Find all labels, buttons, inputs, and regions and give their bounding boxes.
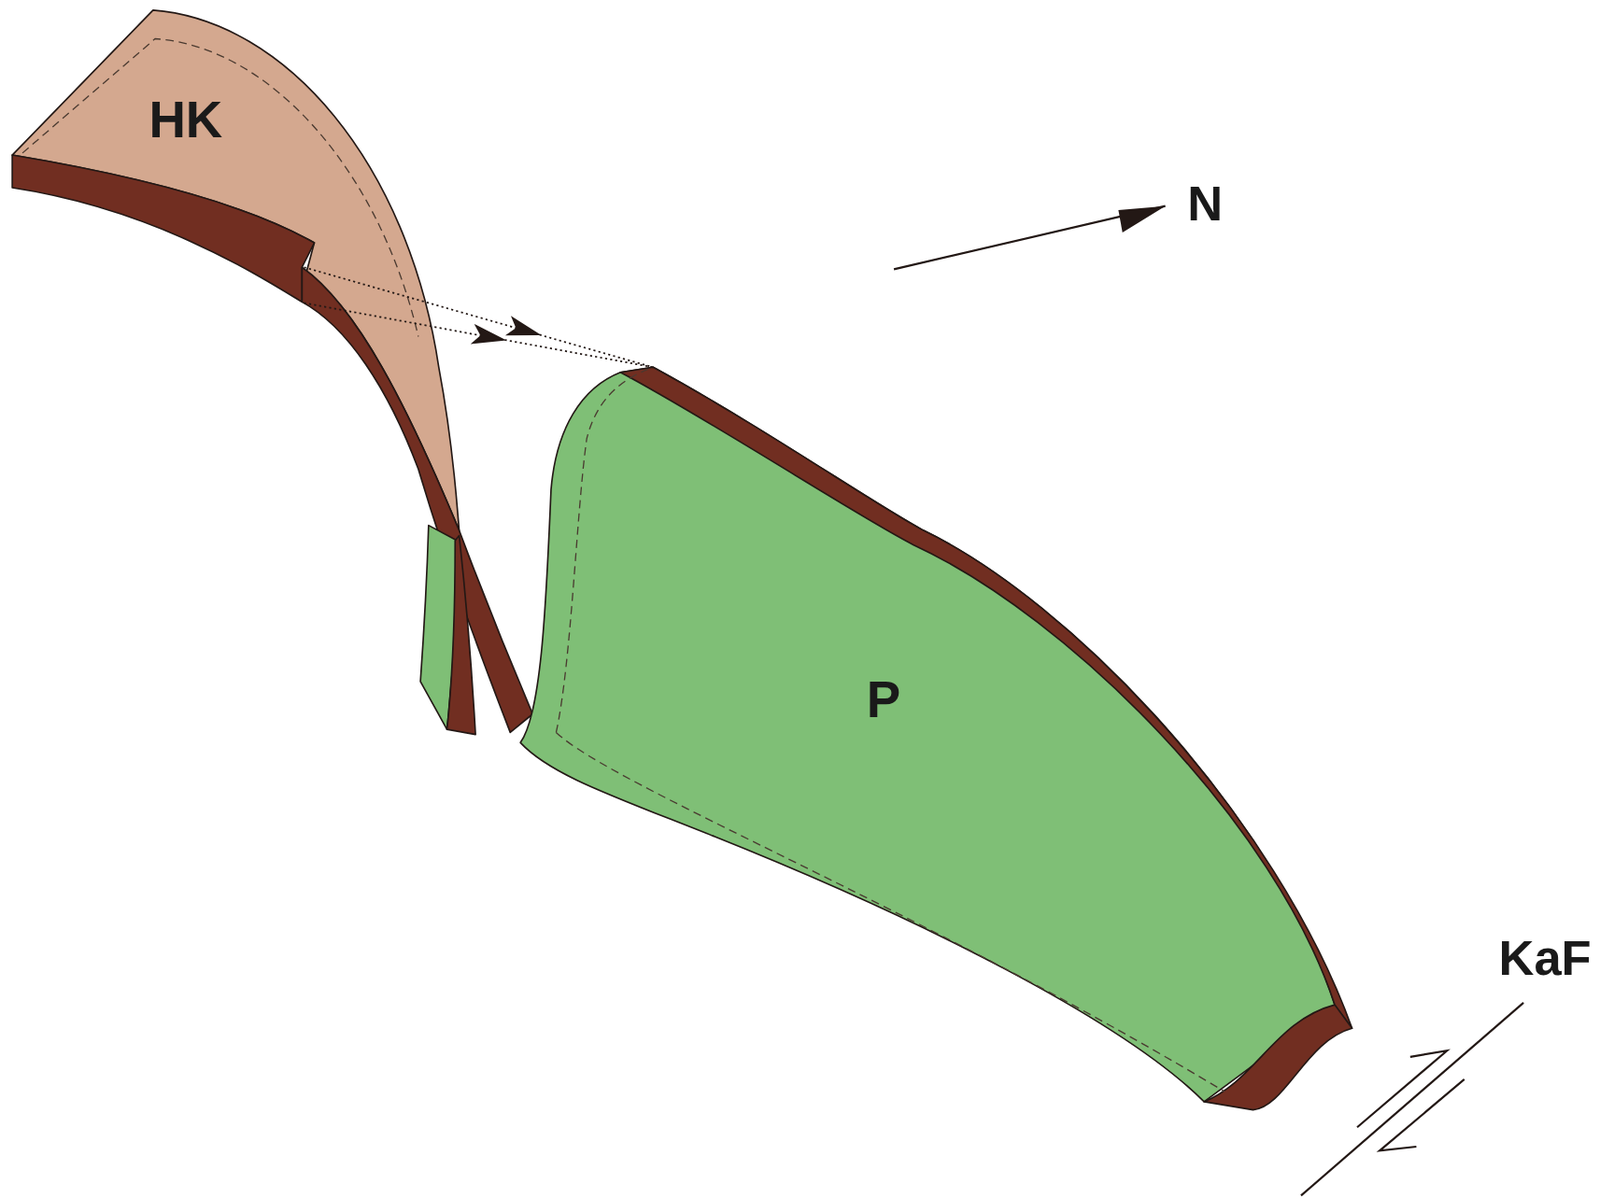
layer-face — [301, 267, 533, 733]
hk-block: HK — [8, 6, 548, 742]
sinistral-half-arrow — [1357, 1050, 1447, 1128]
arrowhead — [470, 324, 508, 344]
block-label: P — [866, 674, 901, 726]
layer-face — [620, 367, 1352, 1029]
block-outline — [8, 6, 548, 742]
block-label: HK — [148, 95, 223, 147]
north-label: N — [1187, 179, 1223, 228]
layer-face — [520, 367, 1335, 1103]
layer-face — [447, 536, 477, 736]
p-block: P — [515, 362, 1358, 1115]
layer-face — [12, 155, 314, 302]
north-arrow — [893, 206, 1166, 270]
layer-face — [1203, 1005, 1352, 1111]
block-outline — [515, 362, 1358, 1115]
layer-dashed-line — [555, 368, 1225, 1091]
layer-dashed-line — [22, 39, 419, 338]
north-arrowhead — [1118, 206, 1165, 233]
arrowhead — [505, 315, 542, 336]
sinistral-half-arrow — [1379, 1079, 1465, 1151]
fault-label: KaF — [1499, 934, 1592, 984]
layer-face — [12, 10, 460, 531]
